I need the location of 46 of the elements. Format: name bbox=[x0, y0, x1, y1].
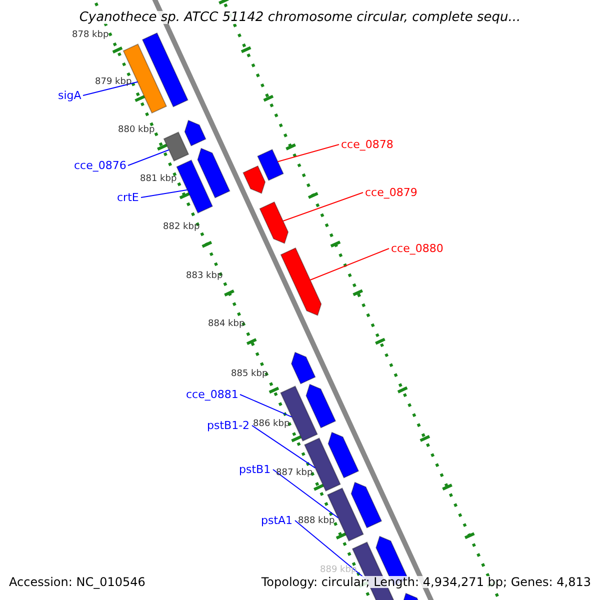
gene-label: pstB1-2 bbox=[207, 420, 250, 431]
scale-label: 884 kbp bbox=[208, 320, 245, 329]
gene-label: cce_0881 bbox=[186, 389, 238, 400]
gene-feature bbox=[176, 160, 214, 214]
gene-feature bbox=[350, 482, 382, 528]
leader-line bbox=[310, 248, 390, 280]
gene-label: crtE bbox=[117, 192, 139, 203]
leader-line bbox=[277, 144, 340, 162]
leader-line bbox=[252, 425, 316, 468]
gene-label: sigA bbox=[58, 90, 82, 101]
gene-feature bbox=[280, 247, 322, 316]
gene-label: pstB1 bbox=[239, 464, 271, 475]
gene-feature bbox=[306, 384, 336, 428]
gene-label: cce_0879 bbox=[365, 187, 418, 198]
gene-feature bbox=[259, 201, 289, 244]
gene-feature bbox=[142, 32, 188, 108]
scale-label: 879 kbp bbox=[95, 78, 132, 87]
gene-feature bbox=[257, 148, 284, 181]
leader-line bbox=[240, 394, 292, 418]
gene-feature bbox=[163, 132, 190, 162]
scale-label: 883 kbp bbox=[186, 272, 223, 281]
scale-label: 882 kbp bbox=[163, 223, 200, 232]
scale-label: 885 kbp bbox=[231, 370, 268, 379]
scale-label: 887 kbp bbox=[276, 469, 313, 478]
gene-feature bbox=[290, 352, 316, 384]
gene-label: cce_0880 bbox=[391, 243, 444, 254]
leader-line bbox=[272, 469, 339, 518]
scale-label: 886 kbp bbox=[253, 420, 290, 429]
gene-label: cce_0878 bbox=[341, 139, 394, 150]
gene-feature bbox=[197, 148, 230, 198]
leader-line bbox=[140, 189, 188, 198]
gene-feature bbox=[184, 120, 206, 146]
scale-label: 878 kbp bbox=[72, 31, 109, 40]
leader-line bbox=[82, 81, 138, 96]
gene-label: pstA1 bbox=[261, 515, 293, 526]
footer-text: Accession: NC_010546 bbox=[9, 576, 146, 588]
scale-label: 880 kbp bbox=[118, 126, 155, 135]
gene-feature bbox=[242, 165, 266, 194]
scale-label: 889 kbp bbox=[320, 566, 357, 575]
gene-label: cce_0876 bbox=[74, 160, 126, 171]
gene-feature bbox=[328, 432, 360, 478]
scale-label: 881 kbp bbox=[140, 175, 177, 184]
footer-text: Topology: circular; Length: 4,934,271 bp; Genes: 4,813 bbox=[261, 576, 591, 588]
leader-line bbox=[282, 192, 364, 222]
leader-line bbox=[128, 149, 170, 166]
scale-label: 888 kbp bbox=[298, 517, 335, 526]
